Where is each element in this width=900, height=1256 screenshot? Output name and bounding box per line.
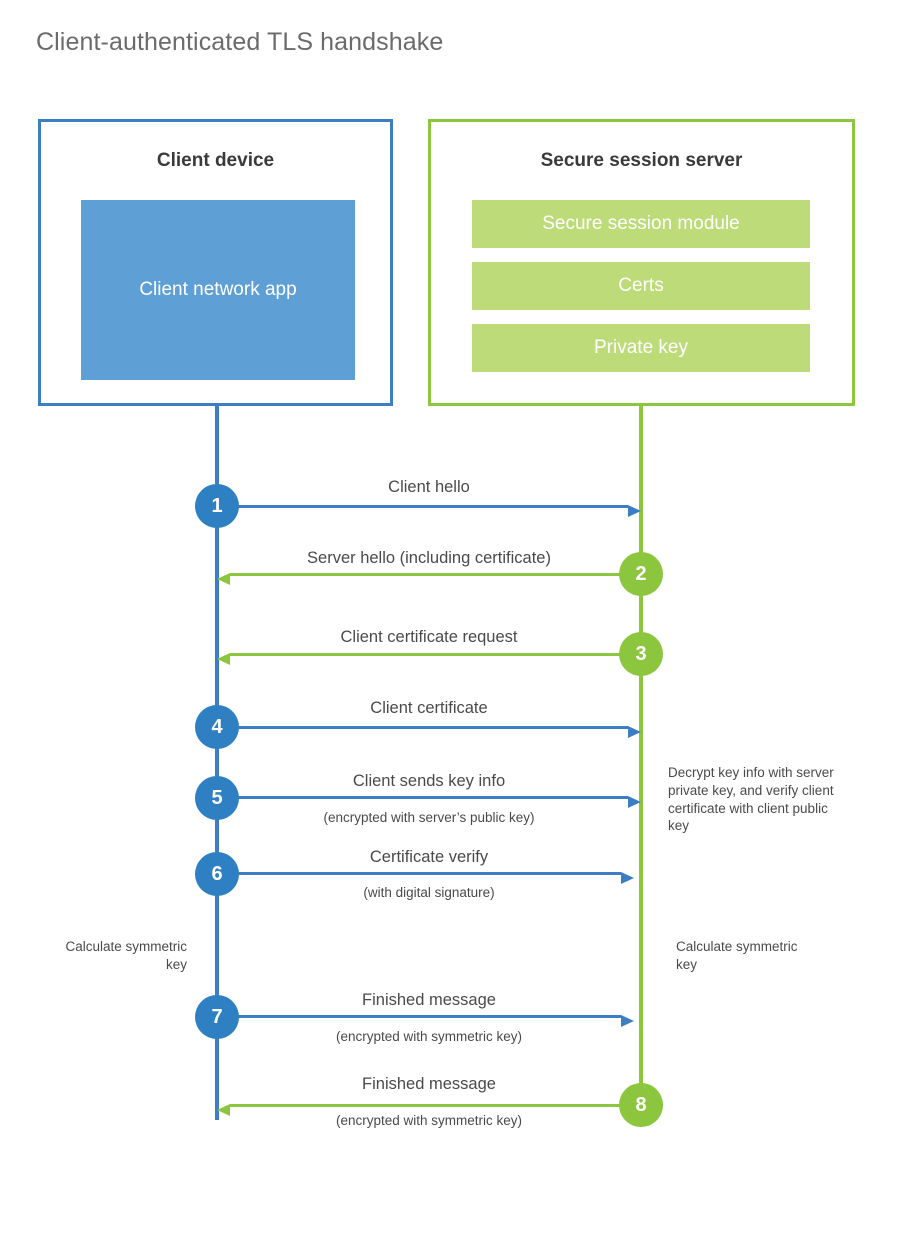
message-sublabel-6: (with digital signature)	[363, 885, 495, 900]
message-label-8: Finished message	[362, 1075, 496, 1093]
message-label-1: Client hello	[388, 478, 470, 496]
message-sublabel-5: (encrypted with server’s public key)	[323, 810, 535, 825]
server-module-private-key: Private key	[472, 324, 810, 372]
arrow-line-3	[230, 653, 641, 656]
step-badge-2: 2	[619, 552, 663, 596]
client-lifeline	[215, 406, 219, 1120]
step-badge-5: 5	[195, 776, 239, 820]
secure-session-server-box: Secure session server Secure session mod…	[428, 119, 855, 406]
page-title: Client-authenticated TLS handshake	[36, 28, 444, 56]
arrow-line-1	[217, 505, 628, 508]
message-sublabel-7: (encrypted with symmetric key)	[335, 1029, 523, 1044]
arrow-head-right-icon-5	[628, 796, 641, 808]
server-module-certs: Certs	[472, 262, 810, 310]
arrow-line-4	[217, 726, 628, 729]
note-client-calculate-symmetric-key: Calculate symmetric key	[65, 939, 187, 972]
message-label-3: Client certificate request	[340, 628, 518, 646]
step-badge-3: 3	[619, 632, 663, 676]
note-server-decrypt: Decrypt key info with server private key…	[668, 765, 834, 834]
server-lifeline	[639, 406, 643, 1106]
arrow-line-5	[217, 796, 628, 799]
message-label-6: Certificate verify	[369, 848, 489, 866]
step-badge-4: 4	[195, 705, 239, 749]
client-device-box: Client device Client network app	[38, 119, 393, 406]
arrow-head-left-icon-8	[217, 1104, 230, 1116]
step-badge-7: 7	[195, 995, 239, 1039]
arrow-head-left-icon-2	[217, 573, 230, 585]
step-badge-8: 8	[619, 1083, 663, 1127]
client-device-title: Client device	[156, 150, 275, 171]
step-badge-1: 1	[195, 484, 239, 528]
client-network-app-block: Client network app	[81, 200, 355, 380]
arrow-line-2	[230, 573, 641, 576]
step-badge-6: 6	[195, 852, 239, 896]
arrow-line-8	[230, 1104, 641, 1107]
arrow-head-left-icon-3	[217, 653, 230, 665]
message-label-5: Client sends key info	[352, 772, 506, 790]
arrow-head-right-icon-1	[628, 505, 641, 517]
message-label-2: Server hello (including certificate)	[307, 549, 551, 567]
note-server-calculate-symmetric-key: Calculate symmetric key	[676, 939, 798, 972]
message-label-4: Client certificate	[370, 699, 488, 717]
arrow-head-right-icon-4	[628, 726, 641, 738]
server-module-secure-session-module: Secure session module	[472, 200, 810, 248]
secure-session-server-title: Secure session server	[540, 150, 743, 171]
message-label-7: Finished message	[362, 991, 496, 1009]
arrow-line-7	[217, 1015, 621, 1018]
arrow-head-right-icon-6	[621, 872, 634, 884]
message-sublabel-8: (encrypted with symmetric key)	[335, 1113, 523, 1128]
arrow-line-6	[217, 872, 621, 875]
arrow-head-right-icon-7	[621, 1015, 634, 1027]
